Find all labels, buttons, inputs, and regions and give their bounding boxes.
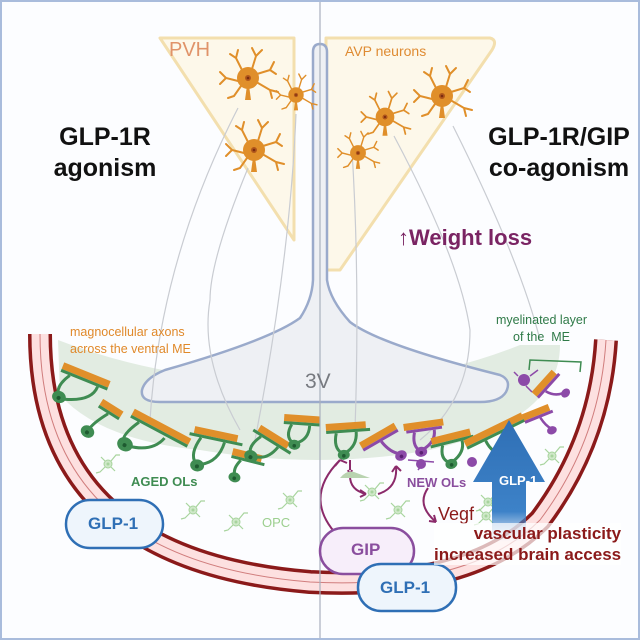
avp-neurons-label: AVP neurons xyxy=(345,43,427,59)
glp1-badge-left-text: GLP-1 xyxy=(88,514,139,533)
vegf-label: Vegf xyxy=(438,504,475,524)
left-title: GLP-1R agonism xyxy=(30,122,180,184)
vascular-label: vascular plasticity increased brain acce… xyxy=(434,523,622,565)
vascular-line2: increased brain access xyxy=(434,545,622,564)
axons xyxy=(149,107,541,441)
myelinated-layer-bracket xyxy=(528,359,582,373)
layer-label-line2: of the ME xyxy=(513,330,570,344)
axon-label: magnocellular axons across the ventral M… xyxy=(70,324,191,358)
pvh-label: PVH xyxy=(169,39,211,61)
aged-oligodendrocytes xyxy=(52,362,321,483)
aged-ols-label: AGED OLs xyxy=(131,474,198,489)
opc-label: OPC xyxy=(262,515,291,530)
right-title-line2: co-agonism xyxy=(488,154,630,182)
third-ventricle xyxy=(140,42,510,404)
weight-loss-text: Weight loss xyxy=(409,225,533,250)
axon-label-line2: across the ventral ME xyxy=(70,342,191,356)
vascular-line1: vascular plasticity xyxy=(473,524,622,543)
up-arrow-icon: ↑ xyxy=(398,225,409,250)
layer-label-line1: myelinated layer xyxy=(496,313,588,327)
weight-loss-label: ↑Weight loss xyxy=(398,225,532,251)
new-ols-label: NEW OLs xyxy=(407,475,467,490)
glp1-upward-arrow[interactable] xyxy=(473,420,545,542)
axon-label-line1: magnocellular axons xyxy=(70,325,185,339)
glp1-badge-right[interactable] xyxy=(356,562,458,613)
glp1-arrow-label: GLP-1 xyxy=(499,473,538,488)
glp1-badge-left[interactable] xyxy=(64,498,165,550)
right-title-line1: GLP-1R/GIP xyxy=(488,123,630,151)
pvh-region xyxy=(158,36,296,242)
gip-badge-text: GIP xyxy=(351,540,381,559)
left-title-line2: agonism xyxy=(53,154,157,182)
ventricle-label: 3V xyxy=(305,370,331,393)
right-title: GLP-1R/GIP co-agonism xyxy=(474,122,638,184)
myelinated-layer-label: myelinated layer of the ME xyxy=(496,312,587,346)
glp1-badge-right-text: GLP-1 xyxy=(380,578,431,597)
left-title-line1: GLP-1R xyxy=(59,123,151,151)
